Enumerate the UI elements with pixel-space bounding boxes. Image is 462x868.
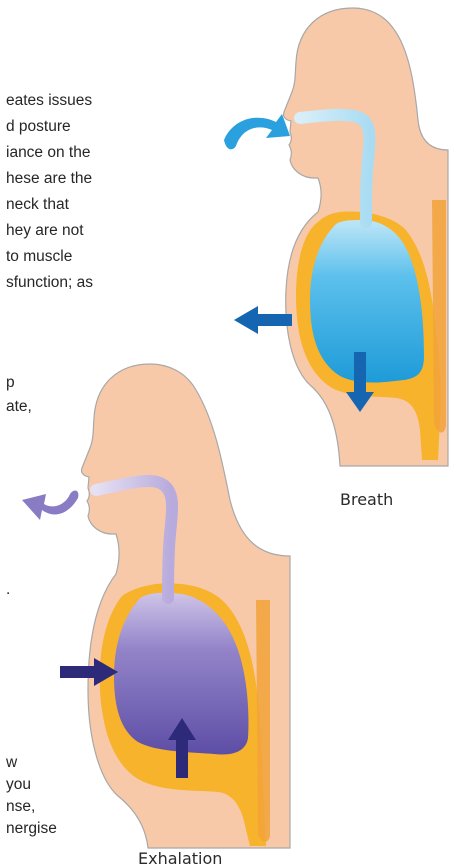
exhalation-figure xyxy=(22,364,290,848)
inhale-air-arrow-icon xyxy=(224,114,290,149)
inhalation-figure xyxy=(224,8,448,466)
exhalation-caption: Exhalation xyxy=(138,849,222,868)
exhale-air-arrow-icon xyxy=(22,491,78,520)
chest-expand-arrow-icon xyxy=(234,306,292,334)
exhalation-spine xyxy=(256,600,270,842)
breath-caption: Breath xyxy=(340,490,393,509)
inhalation-spine xyxy=(432,200,446,433)
